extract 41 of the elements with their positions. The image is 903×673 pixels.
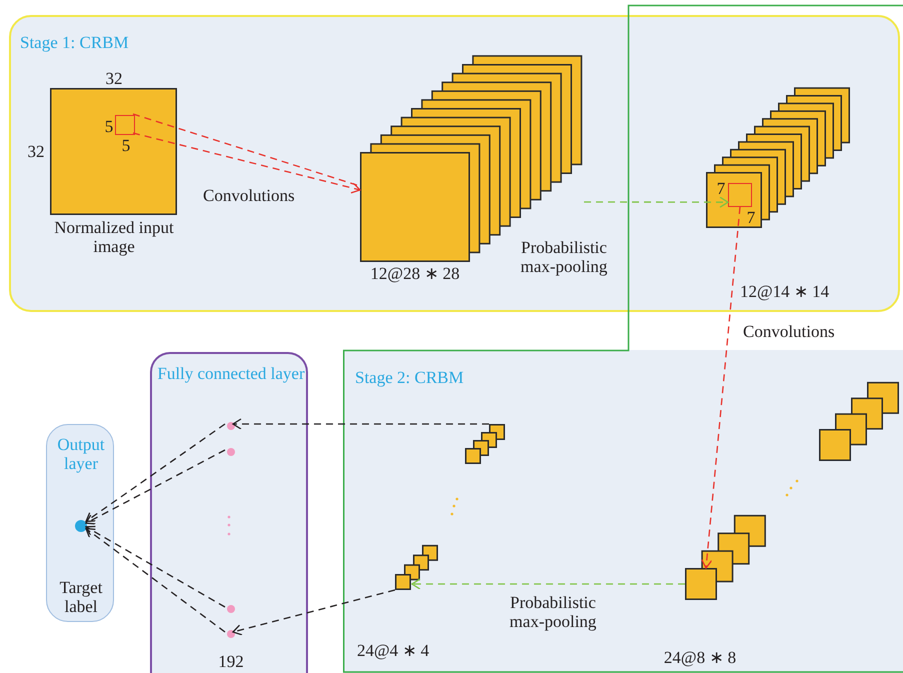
panel-title: Stage 1: CRBM [20, 33, 130, 52]
arrow [85, 526, 226, 608]
dimension-label: 5 [120, 136, 132, 155]
neuron-dot [227, 448, 235, 456]
arrow [85, 528, 226, 633]
neuron-count: 192 [217, 652, 245, 671]
dimension-label: 32 [104, 69, 124, 88]
feature-map-stack [819, 382, 899, 461]
node-label: Normalized input image [53, 218, 175, 256]
node-label: Target label [58, 578, 104, 616]
arrow [132, 113, 361, 194]
arrow [85, 423, 226, 522]
edge-label: Probabilistic max-pooling [508, 593, 598, 631]
arrow [411, 578, 685, 590]
dimension-label: 32 [26, 142, 46, 161]
neuron-dot [227, 422, 235, 430]
panel-title: Fully connected layer [156, 364, 306, 383]
panel-title: Output layer [56, 435, 106, 473]
map-size-label: 24@4 ∗ 4 [357, 641, 430, 660]
stage-panel [343, 5, 903, 673]
edge-label: Convolutions [743, 322, 836, 341]
neuron-dot [227, 630, 235, 638]
map-size-label: 12@14 ∗ 14 [740, 282, 830, 301]
feature-map-stack [465, 424, 505, 464]
dimension-label: 7 [716, 179, 726, 198]
dimension-label: 7 [746, 208, 756, 227]
layer-panel [46, 424, 114, 622]
map-size-label: 24@8 ∗ 8 [662, 648, 738, 667]
arrow [701, 206, 741, 569]
arrow [232, 418, 489, 430]
panel-title: Stage 2: CRBM [355, 368, 465, 387]
map-size-label: 12@28 ∗ 28 [369, 264, 461, 283]
arrow [85, 449, 226, 525]
dimension-label: 5 [104, 117, 114, 136]
edge-label: Convolutions [203, 186, 296, 205]
neuron-dot [227, 605, 235, 613]
edge-label: Probabilistic max-pooling [520, 238, 608, 276]
arrow [232, 589, 396, 636]
layer-panel [150, 352, 308, 673]
neuron-dot [75, 520, 87, 532]
arrow [584, 196, 729, 208]
